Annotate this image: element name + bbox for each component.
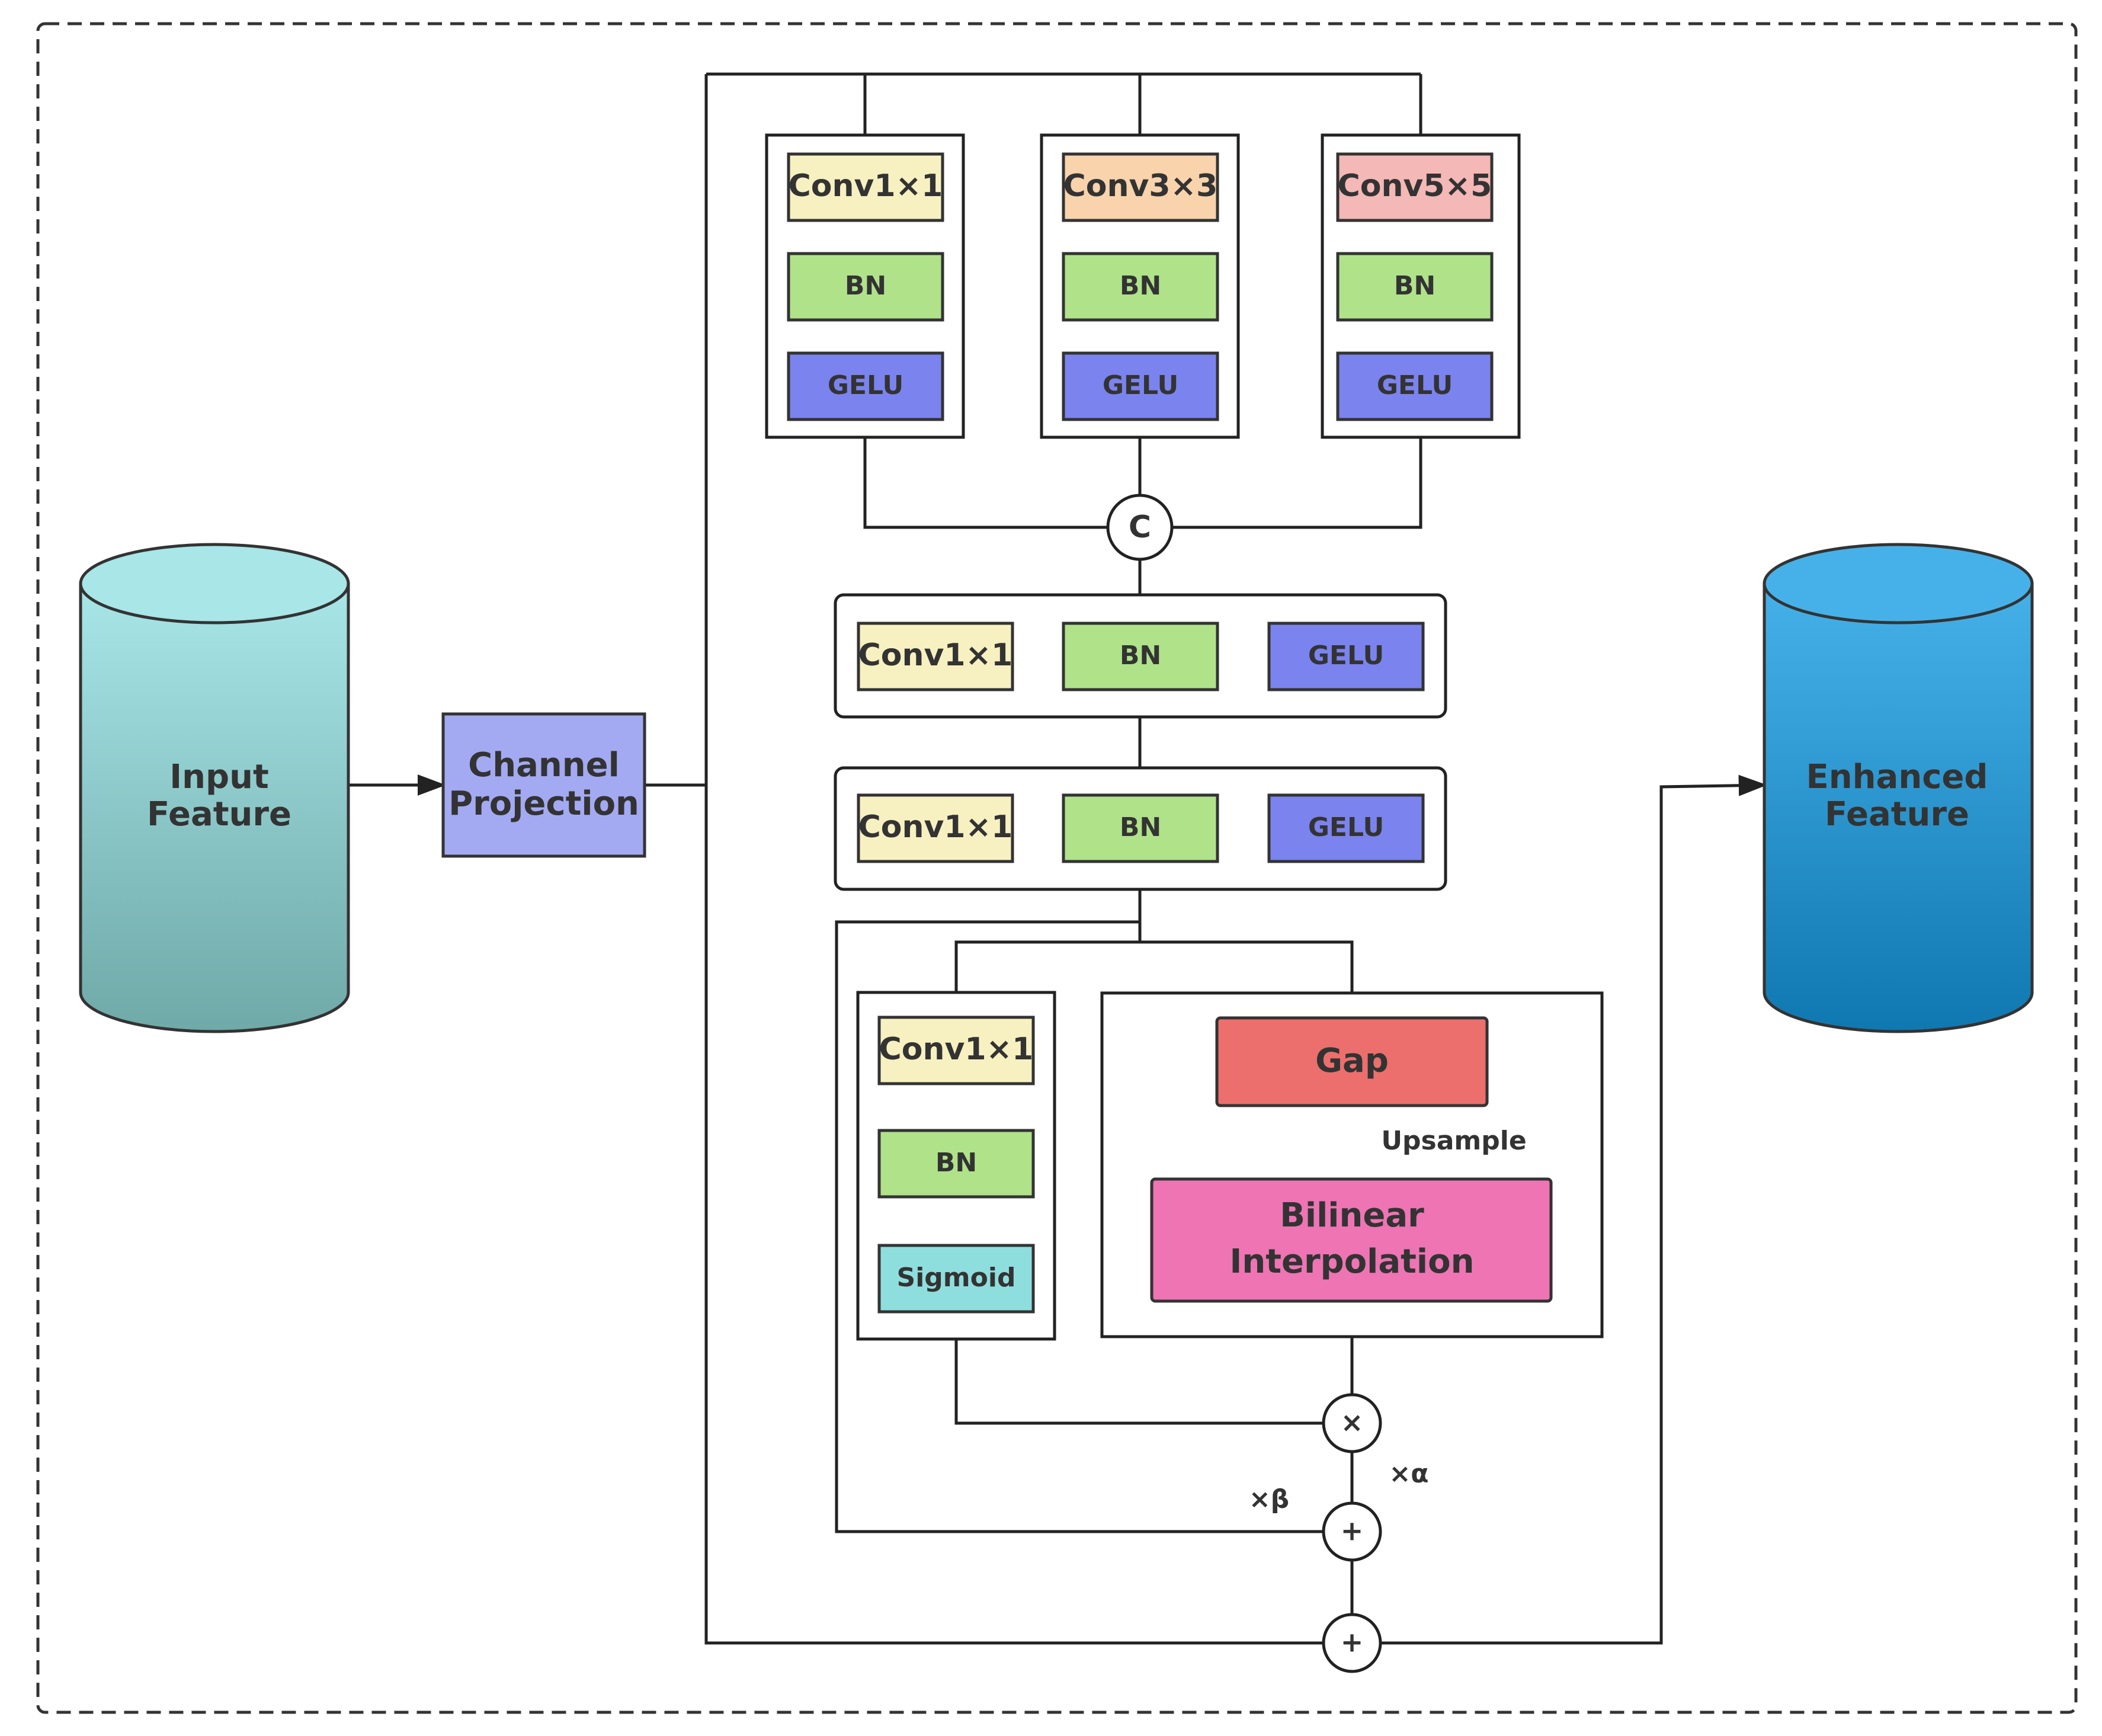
line-attention-to-multiply (954, 1339, 1324, 1425)
context-branch: Gap Upsample Bilinear Interpolation (1100, 991, 1604, 1338)
branch-2-gelu-label: GELU (1103, 370, 1178, 401)
projection-label-line1: Channel (468, 746, 620, 784)
upsample-label: Upsample (1381, 1126, 1526, 1156)
branch-2-gelu-box (1062, 351, 1219, 421)
multiply-symbol: × (1341, 1407, 1364, 1439)
multiply-node: × (1322, 1393, 1382, 1453)
output-label-line1: Enhanced (1806, 758, 1988, 796)
branch-2: Conv3×3 BN GELU (1040, 133, 1240, 439)
line-branch3-to-concat (1172, 437, 1422, 529)
branch-3-bn-box (1336, 252, 1494, 322)
branch-1-gelu-label: GELU (828, 370, 903, 401)
branch-3: Conv5×5 BN GELU (1321, 133, 1521, 439)
attention-sigmoid-box (877, 1244, 1035, 1314)
fuse-2-gelu-label: GELU (1308, 812, 1384, 843)
fuse-2-gelu-box (1267, 793, 1425, 863)
input-cylinder-body (79, 582, 350, 1033)
attention-conv-label: Conv1×1 (879, 1032, 1034, 1067)
fuse-2-bn-label: BN (1120, 812, 1161, 843)
fuse-2-conv-box (857, 793, 1014, 863)
branch-1: Conv1×1 BN GELU (765, 133, 965, 439)
fuse-block-2: Conv1×1 BN GELU (834, 766, 1447, 891)
outer-dashed-frame (36, 22, 2078, 1714)
output-label-line2: Feature (1825, 795, 1969, 834)
branch-3-gelu-label: GELU (1377, 370, 1453, 401)
branch-2-conv-box (1062, 152, 1219, 222)
output-cylinder-top (1763, 543, 2034, 624)
enhanced-feature-cylinder: Enhanced Feature (1763, 543, 2034, 1033)
fuse-2-bn-box (1062, 793, 1219, 863)
branch-1-conv-label: Conv1×1 (789, 168, 943, 204)
attention-bn-label: BN (935, 1148, 977, 1178)
line-branch1-to-concat (863, 437, 1108, 529)
interp-label-line1: Bilinear (1280, 1196, 1424, 1235)
fuse-1-gelu-box (1267, 622, 1425, 691)
concat-symbol: C (1129, 510, 1151, 545)
alpha-label: ×α (1389, 1459, 1428, 1489)
fuse-1-gelu-label: GELU (1308, 640, 1384, 671)
add-outer-circle (1322, 1613, 1382, 1673)
fuse-1-conv-box (857, 622, 1014, 691)
branch-1-gelu-box (787, 351, 944, 421)
concat-node: C (1106, 494, 1174, 561)
branch-3-conv-box (1336, 152, 1494, 222)
input-cylinder-top (79, 543, 350, 624)
attention-conv-box (877, 1016, 1035, 1085)
multiply-circle (1322, 1393, 1382, 1453)
arrow-to-output (1380, 774, 1767, 1645)
branch-1-bn-box (787, 252, 944, 322)
fuse-1-conv-label: Conv1×1 (858, 638, 1013, 673)
branch-3-conv-label: Conv5×5 (1338, 168, 1492, 204)
beta-label: ×β (1249, 1484, 1289, 1514)
line-split-bus (954, 940, 1354, 993)
channel-projection-block: Channel Projection (441, 712, 646, 858)
channel-projection-box (441, 712, 646, 858)
input-label-line1: Input (169, 758, 268, 796)
attention-bn-box (877, 1129, 1035, 1199)
input-feature-cylinder: Input Feature (79, 543, 350, 1033)
branch-1-conv-box (787, 152, 944, 222)
bilinear-interpolation-box (1150, 1177, 1553, 1303)
branch-3-gelu-box (1336, 351, 1494, 421)
interp-label-line2: Interpolation (1230, 1242, 1475, 1281)
branch-1-bn-label: BN (845, 271, 886, 301)
attention-sigmoid-label: Sigmoid (897, 1263, 1016, 1293)
branch-2-bn-box (1062, 252, 1219, 322)
branch-2-conv-label: Conv3×3 (1063, 168, 1218, 204)
output-cylinder-body (1763, 582, 2034, 1033)
add-outer-symbol: + (1341, 1626, 1364, 1658)
line-outer-residual (704, 74, 1324, 1645)
connectors (348, 72, 1767, 1645)
fuse-2-conv-label: Conv1×1 (858, 809, 1013, 845)
fuse-1-bn-label: BN (1120, 640, 1161, 671)
fuse-1-bn-box (1062, 622, 1219, 691)
gap-box (1215, 1016, 1489, 1107)
projection-label-line2: Projection (448, 784, 639, 823)
branch-2-bn-label: BN (1120, 271, 1161, 301)
add-inner-symbol: + (1341, 1515, 1364, 1547)
attention-branch: Conv1×1 BN Sigmoid (856, 991, 1056, 1341)
add-inner-circle (1322, 1501, 1382, 1562)
add-inner-node: + (1322, 1501, 1382, 1562)
input-label-line2: Feature (147, 795, 291, 834)
branch-3-bn-label: BN (1394, 271, 1435, 301)
fuse-block-1: Conv1×1 BN GELU (834, 593, 1447, 719)
line-inner-residual (835, 920, 1324, 1533)
concat-circle (1106, 494, 1174, 561)
add-outer-node: + (1322, 1613, 1382, 1673)
gap-label: Gap (1315, 1042, 1389, 1080)
